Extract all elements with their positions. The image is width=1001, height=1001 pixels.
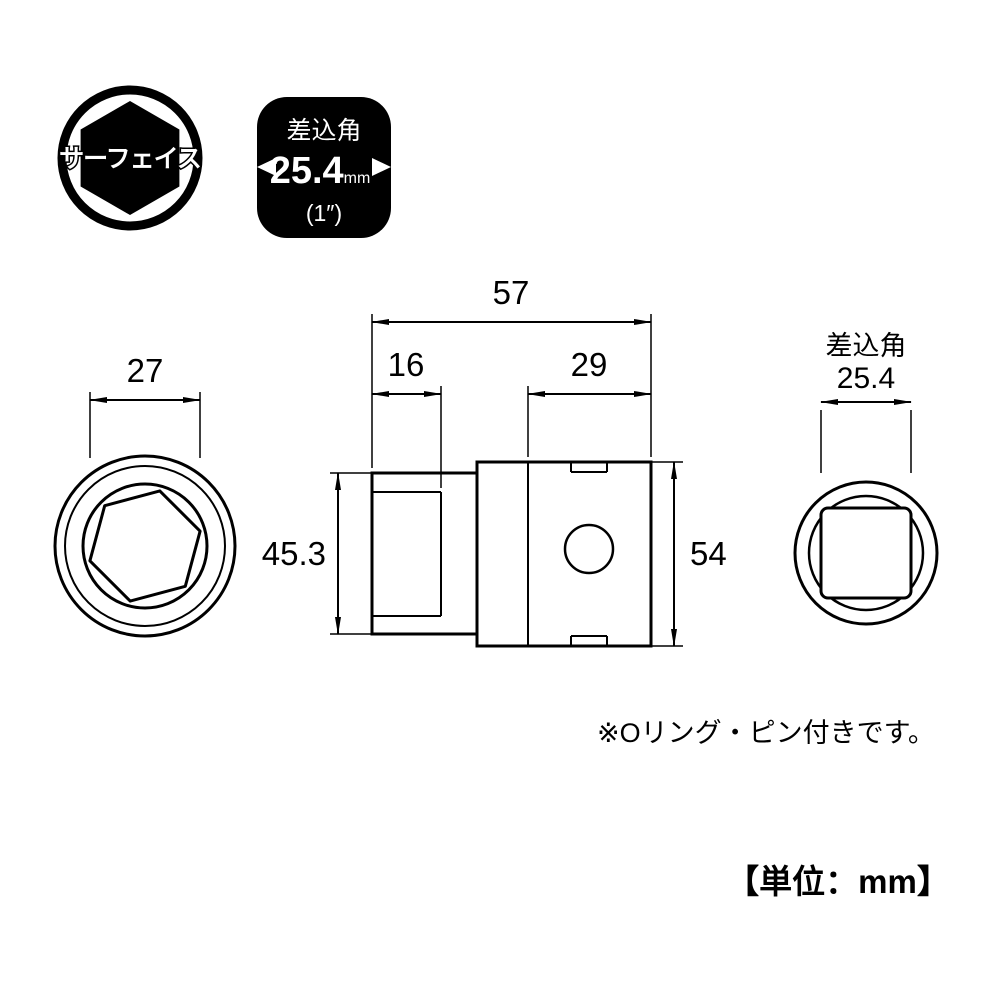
front-view	[53, 454, 237, 638]
badge-left-arrow-icon	[257, 158, 276, 176]
surface-logo-hexagon	[80, 101, 180, 215]
rear-height-dimension: 54	[651, 461, 727, 647]
unit-note: 【単位：mm】	[726, 863, 950, 900]
badge-right-arrow-icon	[372, 158, 391, 176]
oring-note: ※Oリング・ピン付きです。	[597, 718, 935, 748]
drive-size-dimension: 差込角 25.4	[820, 331, 912, 473]
drive-view	[793, 480, 939, 626]
dim-54-label: 54	[690, 535, 727, 572]
drive-size-badge-title: 差込角	[286, 117, 361, 145]
side-rear-section	[475, 460, 653, 648]
pin-hole	[563, 523, 615, 575]
drive-inner-circle	[807, 494, 925, 612]
side-front-section	[370, 471, 479, 636]
dim-57-label: 57	[493, 274, 530, 311]
front-inner-circle	[81, 482, 209, 610]
drive-size-badge-inch: (1″)	[306, 200, 342, 226]
square-drive-hole	[819, 506, 913, 600]
drive-outer-circle	[793, 480, 939, 626]
drive-length-dimension: 29	[527, 346, 652, 457]
drive-dim-value: 25.4	[837, 362, 895, 395]
side-view	[370, 460, 653, 648]
dim-27-label: 27	[127, 352, 164, 389]
drive-dim-title: 差込角	[826, 331, 907, 361]
drive-size-badge-background	[257, 97, 391, 238]
dim-16-label: 16	[388, 346, 425, 383]
surface-logo: サーフェイス	[57, 85, 203, 231]
surface-logo-label: サーフェイス	[59, 145, 201, 173]
dim-45-3-label: 45.3	[262, 535, 326, 572]
front-hex-bore	[88, 489, 202, 603]
front-height-dimension: 45.3	[262, 472, 372, 635]
dim-29-label: 29	[571, 346, 608, 383]
drive-size-badge-value: 25.4mm	[270, 150, 371, 192]
bore-depth-dimension: 16	[371, 346, 442, 488]
drive-size-badge: 差込角 25.4mm (1″)	[257, 97, 391, 238]
front-middle-circle	[64, 465, 226, 627]
front-width-dimension: 27	[89, 352, 201, 458]
total-length-dimension: 57	[371, 274, 652, 468]
front-outer-circle	[53, 454, 237, 638]
